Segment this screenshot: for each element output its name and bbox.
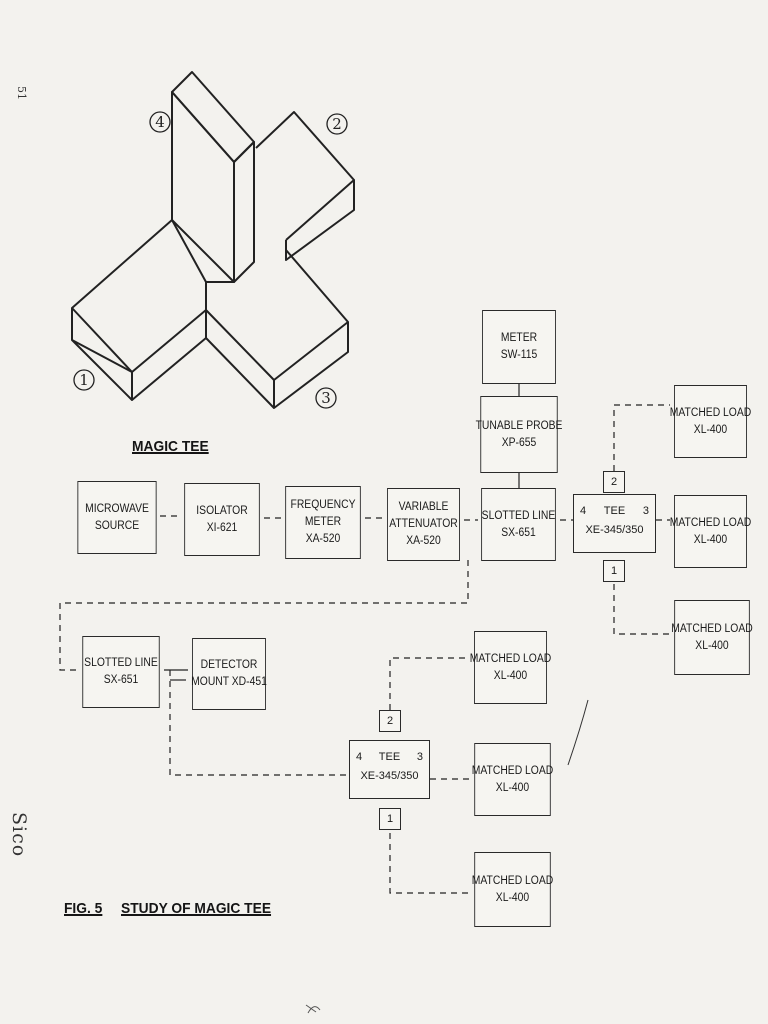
tee-top-port-2: 2	[379, 710, 401, 732]
load-label: MATCHED LOAD	[469, 652, 552, 665]
tee-model: XE-345/350	[585, 524, 644, 536]
load-model: XL-400	[493, 669, 528, 682]
matched-load-bottom-2: MATCHED LOAD XL-400	[471, 743, 554, 816]
matched-load-top-2: MATCHED LOAD XL-400	[670, 495, 751, 568]
figure-title: STUDY OF MAGIC TEE	[121, 900, 272, 917]
tee-bottom-port-1: 1	[603, 560, 625, 582]
freq-label-1: FREQUENCY	[290, 499, 356, 512]
load-label: MATCHED LOAD	[669, 516, 752, 529]
load-label: MATCHED LOAD	[671, 622, 753, 635]
tee-model: XE-345/350	[360, 770, 419, 782]
tee-top-port-2: 2	[603, 471, 625, 493]
scribble-mark	[305, 1004, 321, 1014]
atten-label-2: ATTENUATOR	[389, 518, 458, 531]
port-label-4: 4	[155, 113, 165, 131]
load-model: XL-400	[695, 639, 729, 652]
detector-mount-box: DETECTOR MOUNT XD-451	[191, 638, 267, 710]
isolator-label: ISOLATOR	[196, 504, 248, 517]
slotted-line-box-bottom: SLOTTED LINE SX-651	[82, 636, 160, 708]
frequency-meter-box: FREQUENCY METER XA-520	[285, 486, 361, 559]
tee-bottom-port-1: 1	[379, 808, 401, 830]
load-model: XL-400	[495, 781, 530, 794]
load-model: XL-400	[693, 423, 728, 436]
load-model: XL-400	[495, 891, 530, 904]
tee-port-3-label: 3	[416, 751, 423, 763]
side-mark: Sico	[8, 812, 30, 858]
tee-port-3-label: 3	[642, 505, 649, 517]
magic-tee-title: MAGIC TEE	[132, 438, 209, 455]
tee-name: TEE	[378, 751, 401, 763]
tunable-probe-box: TUNABLE PROBE XP-655	[476, 396, 562, 473]
tee-name: TEE	[603, 505, 626, 517]
meter-model: SW-115	[500, 349, 538, 361]
load-label: MATCHED LOAD	[471, 764, 554, 777]
isolator-box: ISOLATOR XI-621	[184, 483, 260, 556]
slotted-line-box-top: SLOTTED LINE SX-651	[481, 488, 556, 561]
meter-box: METER SW-115	[482, 310, 556, 384]
tee-port-4-label: 4	[356, 751, 363, 763]
magic-tee-drawing	[71, 71, 355, 409]
atten-label-1: VARIABLE	[398, 501, 449, 514]
load-model: XL-400	[693, 533, 728, 546]
slotted-line-label: SLOTTED LINE	[84, 657, 158, 670]
variable-attenuator-box: VARIABLE ATTENUATOR XA-520	[387, 488, 460, 561]
microwave-source-box: MICROWAVE SOURCE	[77, 481, 157, 554]
port-number-circles	[73, 111, 348, 409]
detector-model: MOUNT XD-451	[191, 676, 267, 688]
freq-label-2: METER	[304, 516, 342, 529]
port-label-3: 3	[321, 389, 331, 407]
figure-number: FIG. 5	[64, 900, 103, 917]
load-label: MATCHED LOAD	[471, 874, 554, 887]
source-label-1: MICROWAVE	[85, 502, 149, 515]
port-label-2: 2	[332, 115, 342, 133]
atten-model: XA-520	[406, 534, 441, 547]
magic-tee-top: 4 TEE 3 XE-345/350	[573, 494, 656, 553]
slotted-line-model: SX-651	[501, 526, 536, 539]
freq-model: XA-520	[305, 532, 341, 545]
probe-label: TUNABLE PROBE	[475, 419, 563, 432]
meter-label: METER	[500, 332, 538, 345]
matched-load-top-3: MATCHED LOAD XL-400	[671, 600, 753, 675]
matched-load-bottom-3: MATCHED LOAD XL-400	[471, 852, 554, 927]
slotted-line-model: SX-651	[103, 674, 139, 686]
solid-connections	[164, 384, 520, 681]
magic-tee-bottom: 4 TEE 3 XE-345/350	[349, 740, 430, 799]
port-number-text: 4 2 1 3	[79, 113, 342, 407]
page-number: 51	[15, 86, 28, 100]
source-label-2: SOURCE	[94, 519, 140, 532]
port-label-1: 1	[79, 371, 89, 389]
detector-label: DETECTOR	[200, 659, 258, 672]
dashed-connections	[59, 404, 670, 894]
load-label: MATCHED LOAD	[669, 406, 752, 419]
isolator-model: XI-621	[206, 521, 238, 534]
probe-model: XP-655	[501, 436, 537, 449]
matched-load-top-1: MATCHED LOAD XL-400	[670, 385, 751, 458]
tee-port-4-label: 4	[580, 505, 587, 517]
matched-load-bottom-1: MATCHED LOAD XL-400	[470, 631, 551, 704]
pen-mark	[567, 699, 589, 766]
slotted-line-label: SLOTTED LINE	[481, 509, 556, 522]
